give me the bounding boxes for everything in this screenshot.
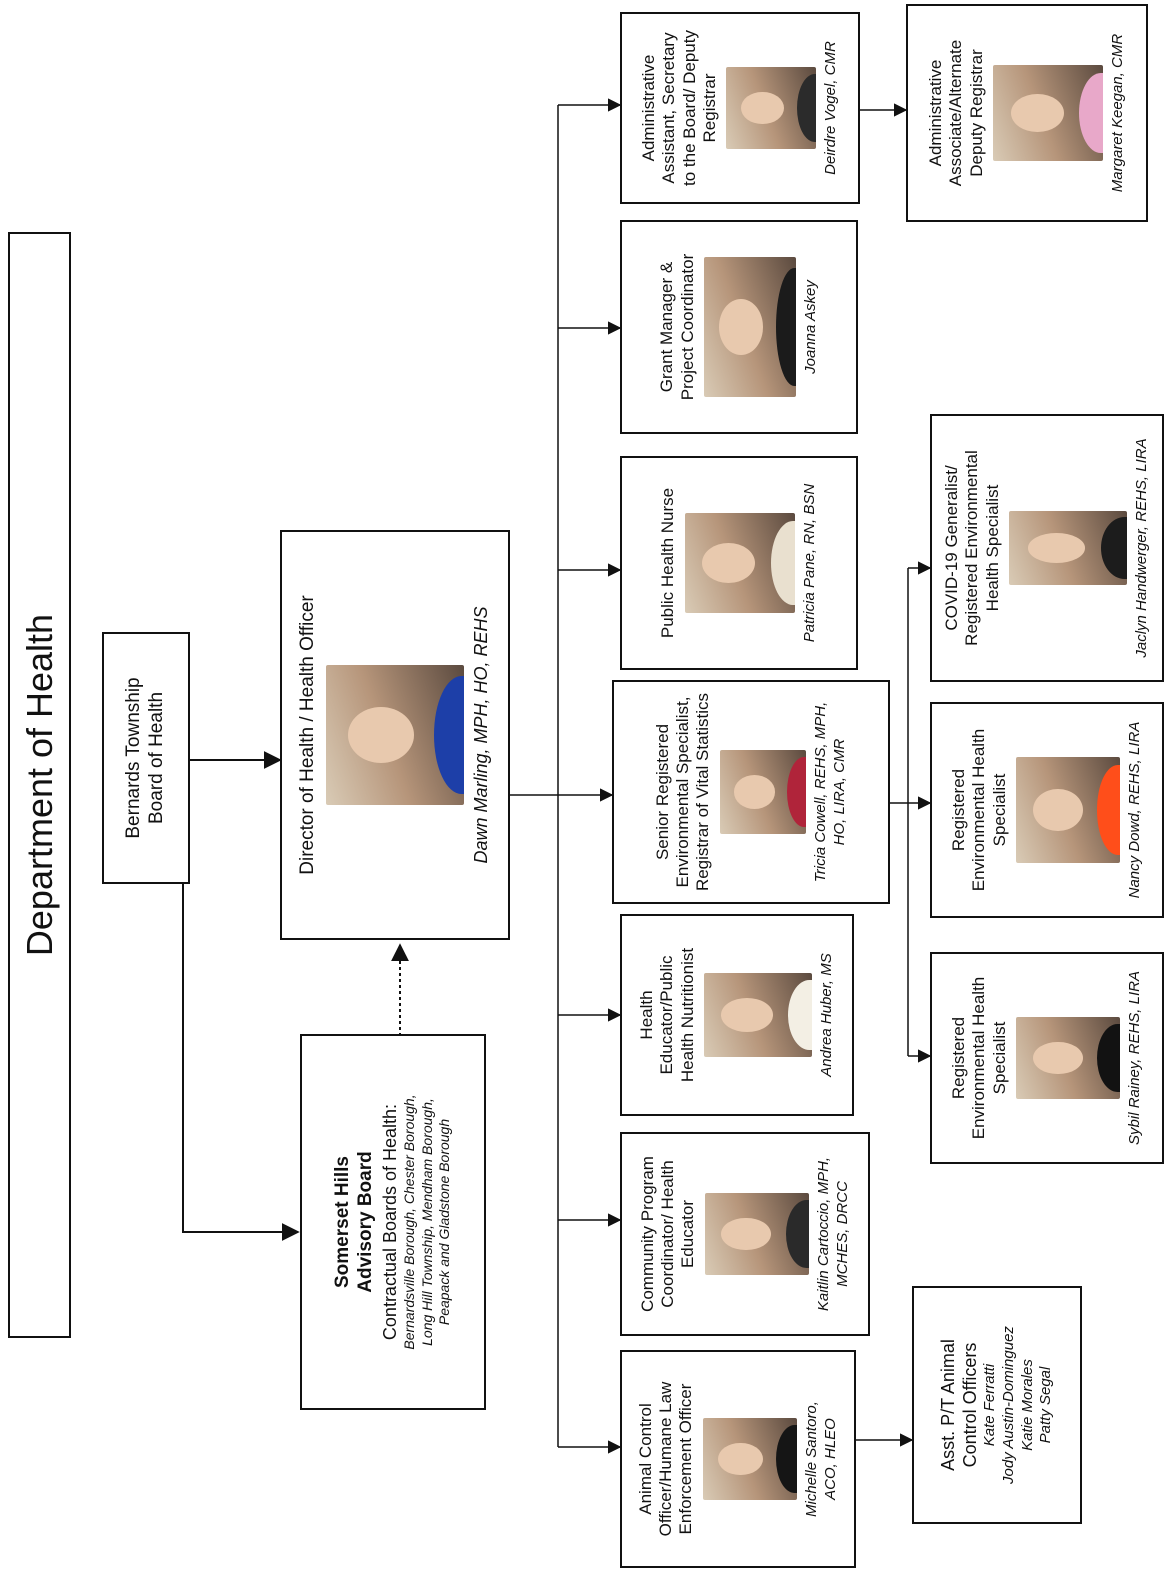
staff-photo-senior-rehs bbox=[719, 750, 806, 834]
staff-card-community: Community Program Coordinator/ Health Ed… bbox=[620, 1132, 870, 1336]
staff-photo-grant bbox=[704, 257, 797, 397]
staff-title-health-educator: Health Educator/Public Health Nutritioni… bbox=[637, 947, 697, 1083]
advisory-board-box: Somerset Hills Advisory Board Contractua… bbox=[300, 1034, 486, 1410]
staff-card-health-educator: Health Educator/Public Health Nutritioni… bbox=[620, 914, 854, 1116]
board-of-health-box: Bernards Township Board of Health bbox=[102, 632, 190, 884]
advisory-subtitle: Contractual Boards of Health: bbox=[379, 1103, 400, 1341]
staff-photo-nurse bbox=[684, 513, 795, 613]
staff-photo-rehs-dowd bbox=[1016, 757, 1121, 863]
staff-photo-animal-control bbox=[702, 1418, 797, 1500]
staff-name-rehs-rainey: Sybil Rainey, REHS, LIRA bbox=[1126, 971, 1144, 1145]
advisory-members-line3: Peapack and Gladstone Borough bbox=[436, 1118, 453, 1326]
director-title: Director of Health / Health Officer bbox=[297, 595, 319, 875]
asst-aco-name-2: Jody Austin-Dominguez bbox=[999, 1326, 1017, 1484]
staff-title-admin-associate: Administrative Associate/Alternate Deput… bbox=[926, 39, 986, 187]
staff-name-community: Kaitlin Cartoccio, MPH, MCHES, DRCC bbox=[814, 1156, 851, 1312]
staff-title-animal-control: Animal Control Officer/Humane Law Enforc… bbox=[635, 1381, 696, 1537]
staff-title-admin: Administrative Assistant, Secretary to t… bbox=[638, 30, 720, 186]
advisory-members-line2: Long Hill Township, Mendham Borough, bbox=[418, 1098, 435, 1346]
advisory-title-line2: Advisory Board bbox=[354, 1151, 376, 1293]
staff-card-animal-control: Animal Control Officer/Humane Law Enforc… bbox=[620, 1350, 856, 1568]
staff-card-covid: COVID-19 Generalist/ Registered Environm… bbox=[930, 414, 1164, 682]
staff-name-rehs-dowd: Nancy Dowd, REHS, LIRA bbox=[1126, 721, 1144, 899]
staff-title-community: Community Program Coordinator/ Health Ed… bbox=[637, 1156, 698, 1312]
staff-title-senior-rehs: Senior Registered Environmental Speciali… bbox=[652, 692, 713, 892]
staff-photo-admin bbox=[726, 67, 817, 149]
advisory-title-line1: Somerset Hills bbox=[332, 1156, 354, 1288]
staff-card-rehs-dowd: Registered Environmental Health Speciali… bbox=[930, 702, 1164, 918]
asst-aco-title: Asst. P/T Animal Control Officers bbox=[937, 1339, 980, 1471]
staff-name-admin: Deirdre Vogel, CMR bbox=[822, 41, 840, 175]
staff-name-grant: Joanna Askey bbox=[802, 280, 820, 374]
page-title-box: Department of Health bbox=[8, 232, 71, 1338]
director-name: Dawn Marling, MPH, HO, REHS bbox=[471, 606, 492, 864]
asst-aco-name-3: Katie Morales bbox=[1018, 1359, 1036, 1451]
connector-board-advisory bbox=[182, 884, 300, 1241]
staff-photo-covid bbox=[1009, 511, 1128, 585]
staff-card-rehs-rainey: Registered Environmental Health Speciali… bbox=[930, 952, 1164, 1164]
staff-title-nurse: Public Health Nurse bbox=[658, 487, 678, 639]
staff-title-covid: COVID-19 Generalist/ Registered Environm… bbox=[942, 450, 1002, 646]
staff-photo-rehs-rainey bbox=[1016, 1017, 1121, 1099]
staff-name-covid: Jaclyn Handwerger, REHS, LIRA bbox=[1133, 438, 1151, 658]
staff-photo-community bbox=[704, 1193, 809, 1275]
staff-card-admin: Administrative Assistant, Secretary to t… bbox=[620, 12, 860, 204]
staff-name-animal-control: Michelle Santoro, ACO, HLEO bbox=[802, 1401, 839, 1517]
page-title: Department of Health bbox=[18, 613, 60, 957]
director-box: Director of Health / Health Officer Dawn… bbox=[280, 530, 510, 940]
asst-aco-name-1: Kate Ferratti bbox=[981, 1363, 999, 1447]
staff-card-admin-associate: Administrative Associate/Alternate Deput… bbox=[906, 4, 1148, 222]
staff-title-rehs-rainey: Registered Environmental Health Speciali… bbox=[949, 976, 1009, 1140]
staff-name-nurse: Patricia Pane, RN, BSN bbox=[800, 483, 818, 643]
asst-aco-name-4: Patty Segal bbox=[1037, 1366, 1055, 1444]
staff-name-admin-associate: Margaret Keegan, CMR bbox=[1109, 33, 1127, 193]
advisory-members-line1: Bernardsville Borough, Chester Borough, bbox=[401, 1094, 418, 1350]
staff-title-grant: Grant Manager & Project Coordinator bbox=[657, 253, 697, 401]
staff-card-grant: Grant Manager & Project Coordinator Joan… bbox=[620, 220, 858, 434]
staff-name-health-educator: Andrea Huber, MS bbox=[818, 953, 836, 1077]
asst-aco-box: Asst. P/T Animal Control Officers Kate F… bbox=[912, 1286, 1082, 1524]
staff-photo-admin-associate bbox=[993, 65, 1104, 161]
staff-title-rehs-dowd: Registered Environmental Health Speciali… bbox=[949, 728, 1009, 892]
director-photo bbox=[326, 665, 465, 805]
staff-name-senior-rehs: Tricia Cowell, REHS, MPH, HO, LIRA, CMR bbox=[811, 701, 848, 883]
board-of-health-title: Bernards Township Board of Health bbox=[123, 677, 167, 839]
staff-card-nurse: Public Health Nurse Patricia Pane, RN, B… bbox=[620, 456, 858, 670]
staff-photo-health-educator bbox=[704, 973, 813, 1057]
staff-card-senior-rehs: Senior Registered Environmental Speciali… bbox=[612, 680, 890, 904]
